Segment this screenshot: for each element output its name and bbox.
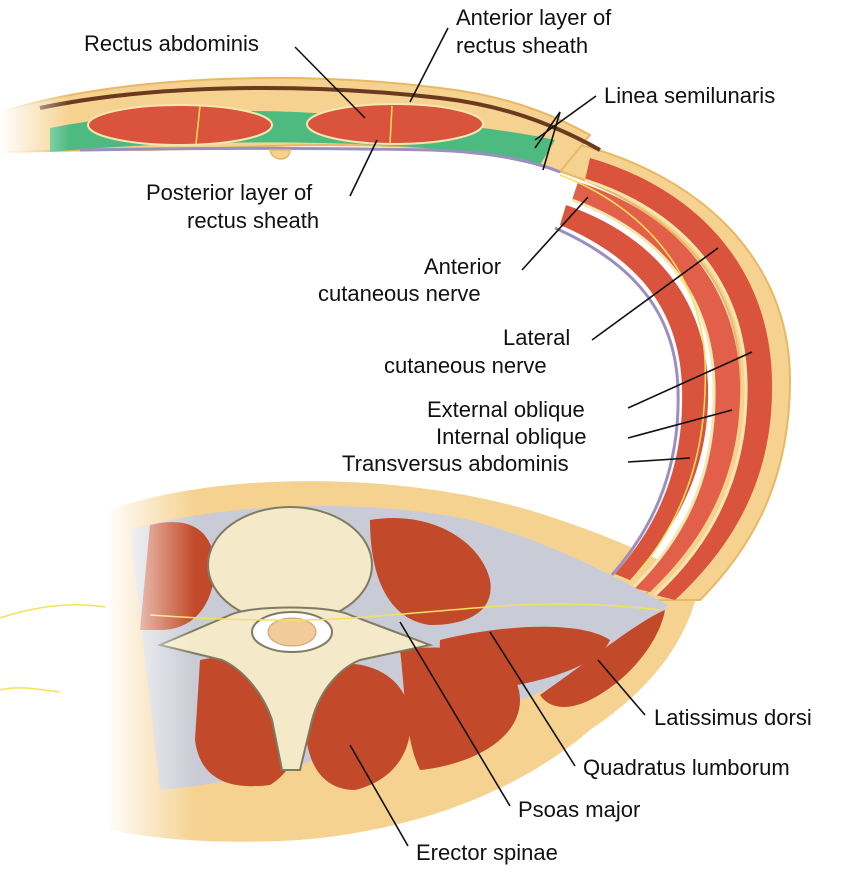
nerve-line-posterior xyxy=(149,603,661,621)
rectus-abdominis-right xyxy=(306,103,484,145)
labels: Rectus abdominis Anterior layer of rectu… xyxy=(84,5,812,865)
leader-linea-semilunaris-2 xyxy=(534,111,561,149)
anatomy-illustration xyxy=(0,76,792,860)
leader-lateral-cutaneous xyxy=(591,247,719,341)
lumbar-vertebra xyxy=(156,506,434,771)
leader-external-oblique xyxy=(627,351,753,409)
nerve-line-left-branch xyxy=(0,687,61,693)
label-rectus-abdominis: Rectus abdominis xyxy=(84,31,259,56)
tendinous-intersection-right xyxy=(389,105,393,145)
latissimus-dorsi-muscle xyxy=(540,610,665,707)
linea-alba-bump xyxy=(269,149,291,160)
leader-linea-semilunaris-3 xyxy=(542,111,561,171)
leader-erector-spinae xyxy=(349,744,409,847)
label-lateral-cutaneous-line2: cutaneous nerve xyxy=(384,353,547,378)
spinal-cord xyxy=(267,617,317,647)
label-latissimus-dorsi: Latissimus dorsi xyxy=(654,705,812,730)
label-psoas-major: Psoas major xyxy=(518,797,640,822)
label-internal-oblique: Internal oblique xyxy=(436,424,586,449)
posterior-left-fade-overlay xyxy=(105,480,195,860)
label-anterior-layer-line2: rectus sheath xyxy=(456,33,588,58)
label-erector-spinae: Erector spinae xyxy=(416,840,558,865)
psoas-major-muscle xyxy=(370,518,491,625)
leader-quadratus-lumborum xyxy=(489,631,576,767)
label-quadratus-lumborum: Quadratus lumborum xyxy=(583,755,790,780)
fascia-line-2 xyxy=(571,198,716,590)
vertebral-body xyxy=(207,506,373,624)
leader-latissimus-dorsi xyxy=(597,659,646,716)
left-fade-overlay xyxy=(0,80,70,160)
tendinous-intersection-left xyxy=(195,105,201,145)
external-oblique-muscle xyxy=(585,158,773,600)
label-transversus-abdominis: Transversus abdominis xyxy=(342,451,569,476)
label-anterior-layer-line1: Anterior layer of xyxy=(456,5,612,30)
leader-internal-oblique xyxy=(627,409,733,439)
skin-line xyxy=(39,85,601,152)
leader-rectus-abdominis xyxy=(294,46,366,119)
leader-anterior-layer xyxy=(409,27,449,103)
erector-spinae-right xyxy=(305,663,411,790)
leader-psoas-major xyxy=(399,621,511,807)
nerve-line-anterior xyxy=(559,174,707,571)
leader-transversus-abdominis xyxy=(627,457,691,463)
label-external-oblique: External oblique xyxy=(427,397,585,422)
label-posterior-layer-line1: Posterior layer of xyxy=(146,180,313,205)
rectus-abdominis-left xyxy=(87,104,273,146)
quadratus-lumborum-muscle xyxy=(439,626,610,690)
posterior-rectus-sheath-line xyxy=(79,147,561,174)
leader-posterior-layer xyxy=(349,139,378,197)
label-lateral-cutaneous-line1: Lateral xyxy=(503,325,570,350)
nerve-line-lateral xyxy=(0,603,121,619)
transversus-abdominis-muscle xyxy=(560,205,709,580)
fascia-line-1 xyxy=(584,178,748,597)
leader-anterior-cutaneous xyxy=(521,196,589,271)
label-anterior-cutaneous-line2: cutaneous nerve xyxy=(318,281,481,306)
leader-lines xyxy=(294,27,753,847)
label-posterior-layer-line2: rectus sheath xyxy=(187,208,319,233)
vertebral-arch xyxy=(156,606,434,771)
label-anterior-cutaneous-line1: Anterior xyxy=(424,254,501,279)
internal-oblique-muscle xyxy=(572,182,741,592)
label-linea-semilunaris: Linea semilunaris xyxy=(604,83,775,108)
transversalis-fascia-line xyxy=(554,226,680,576)
